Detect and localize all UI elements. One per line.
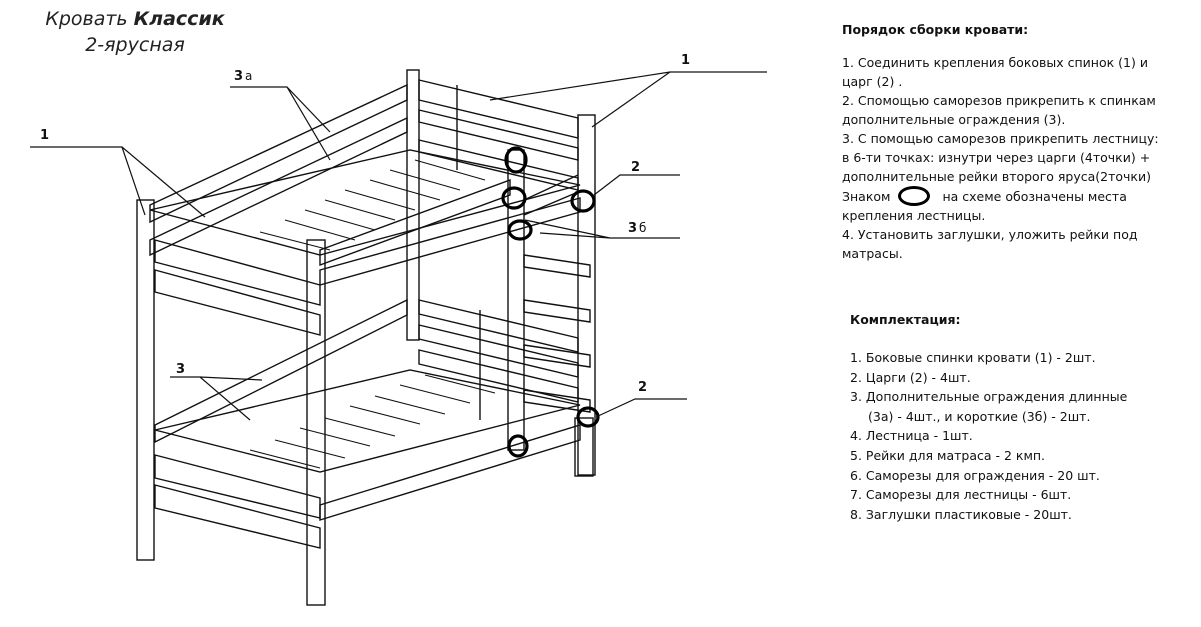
mount-marker-5: [576, 406, 600, 428]
front-right-post: [306, 239, 326, 606]
upper-frame: [149, 149, 581, 256]
leader-3a: [230, 86, 331, 161]
upper-front-guard: [319, 178, 511, 267]
legend-line: Знаком на схеме обозначены места: [842, 186, 1192, 206]
mount-marker-6: [507, 434, 529, 458]
mount-marker-4: [570, 189, 596, 213]
label-3a-sub: а: [245, 69, 252, 83]
upper-slats: [259, 159, 486, 251]
step-2-cont: дополнительные ограждения (3).: [842, 112, 1066, 127]
head-rail-1: [418, 79, 579, 139]
mount-marker-1: [504, 146, 528, 174]
leader-3b: [524, 219, 680, 239]
step-2: 2. Спомощью саморезов прикрепить к спинк…: [842, 93, 1156, 108]
leader-1-right: [489, 71, 767, 128]
head-rail-lower-1: [418, 299, 579, 353]
step-4-cont: матрасы.: [842, 246, 903, 261]
title-line1: Кровать Классик: [45, 8, 225, 30]
step-3-cont2: дополнительные рейки второго яруса(2точк…: [842, 169, 1151, 184]
head-rail-lower-3: [418, 349, 579, 403]
left-headboard: [136, 199, 594, 606]
front-left-post: [136, 199, 155, 561]
upper-side-rail-2: [154, 269, 321, 336]
label-1-right: 1: [681, 53, 690, 68]
head-rail-lower-2: [418, 324, 579, 378]
kit-heading: Комплектация:: [850, 312, 961, 327]
title-line2: 2-ярусная: [85, 34, 185, 56]
legend-cont: крепления лестницы.: [842, 208, 986, 223]
ladder: [507, 149, 591, 451]
callout-lines: [30, 71, 767, 421]
step-1: 1. Соединить крепления боковых спинок (1…: [842, 55, 1148, 70]
leader-2-lower: [595, 398, 687, 418]
label-3b: 3: [628, 221, 637, 236]
upper-side-rail: [154, 239, 321, 306]
bunk-bed-diagram: 1 1 3 а 2 3 б 3 2: [30, 53, 767, 606]
back-right-leg: [574, 417, 594, 477]
upper-guard-back-1: [149, 83, 408, 224]
lower-side-rail-2: [154, 484, 321, 549]
kit-item-5: 5. Рейки для матраса - 2 кмп.: [850, 447, 1046, 463]
mount-ring-icon: [898, 186, 931, 206]
label-3b-sub: б: [639, 221, 646, 235]
step-3: 3. С помощью саморезов прикрепить лестни…: [842, 131, 1159, 146]
label-3: 3: [176, 362, 185, 377]
ladder-step-1: [523, 254, 591, 278]
ladder-mount-markers: [501, 146, 600, 458]
leader-3: [170, 376, 263, 421]
head-rail-2: [418, 109, 579, 161]
label-1-left: 1: [40, 128, 49, 143]
lower-side-rail: [154, 454, 321, 519]
lower-guard-back: [154, 298, 408, 444]
ladder-step-3: [523, 344, 591, 368]
leader-1-left: [30, 146, 206, 218]
assembly-steps: 1. Соединить крепления боковых спинок (1…: [842, 53, 1192, 263]
ladder-step-2: [523, 299, 591, 323]
lower-slats: [249, 374, 496, 469]
assembly-instructions: Порядок сборки кровати: 1. Соединить кре…: [842, 20, 1192, 263]
mount-marker-3: [507, 219, 533, 241]
kit-item-6: 6. Саморезы для ограждения - 20 шт.: [850, 467, 1100, 483]
head-rail-3: [418, 139, 579, 191]
upper-tier: [149, 83, 581, 336]
legend-post: на схеме обозначены места: [942, 188, 1127, 204]
ladder-step-4: [523, 389, 591, 413]
legend-pre: Знаком: [842, 188, 891, 204]
title-block: Кровать Классик 2-ярусная: [30, 6, 240, 58]
upper-front-rail: [319, 197, 581, 286]
step-3-cont: в 6-ти точках: изнутри через царги (4точ…: [842, 150, 1151, 165]
title-product-name: Классик: [133, 8, 225, 30]
label-2-lower: 2: [638, 380, 647, 395]
kit-item-7: 7. Саморезы для лестницы - 6шт.: [850, 487, 1072, 503]
lower-front-rail: [319, 424, 581, 521]
mount-marker-2: [501, 186, 527, 210]
kit-item-4: 4. Лестница - 1шт.: [850, 428, 973, 444]
kit-item-3-cont: (3а) - 4шт., и короткие (3б) - 2шт.: [868, 408, 1091, 424]
kit-item-3: 3. Дополнительные ограждения длинные: [850, 389, 1128, 405]
kit-item-8: 8. Заглушки пластиковые - 20шт.: [850, 506, 1072, 522]
kit-item-1: 1. Боковые спинки кровати (1) - 2шт.: [850, 350, 1096, 365]
kit-item-2: 2. Царги (2) - 4шт.: [850, 369, 971, 385]
leader-2-upper: [593, 174, 680, 196]
step-1-cont: царг (2) .: [842, 74, 903, 89]
back-right-post: [577, 114, 596, 476]
upper-guard-back-2: [149, 116, 408, 257]
right-headboard: [406, 69, 596, 476]
kit-list: 1. Боковые спинки кровати (1) - 2шт. 2. …: [850, 348, 1127, 524]
label-3a: 3: [234, 69, 243, 84]
assembly-heading: Порядок сборки кровати:: [842, 22, 1029, 37]
step-4: 4. Установить заглушки, уложить рейки по…: [842, 227, 1138, 242]
back-left-post: [406, 69, 420, 341]
label-2-upper: 2: [631, 160, 640, 175]
